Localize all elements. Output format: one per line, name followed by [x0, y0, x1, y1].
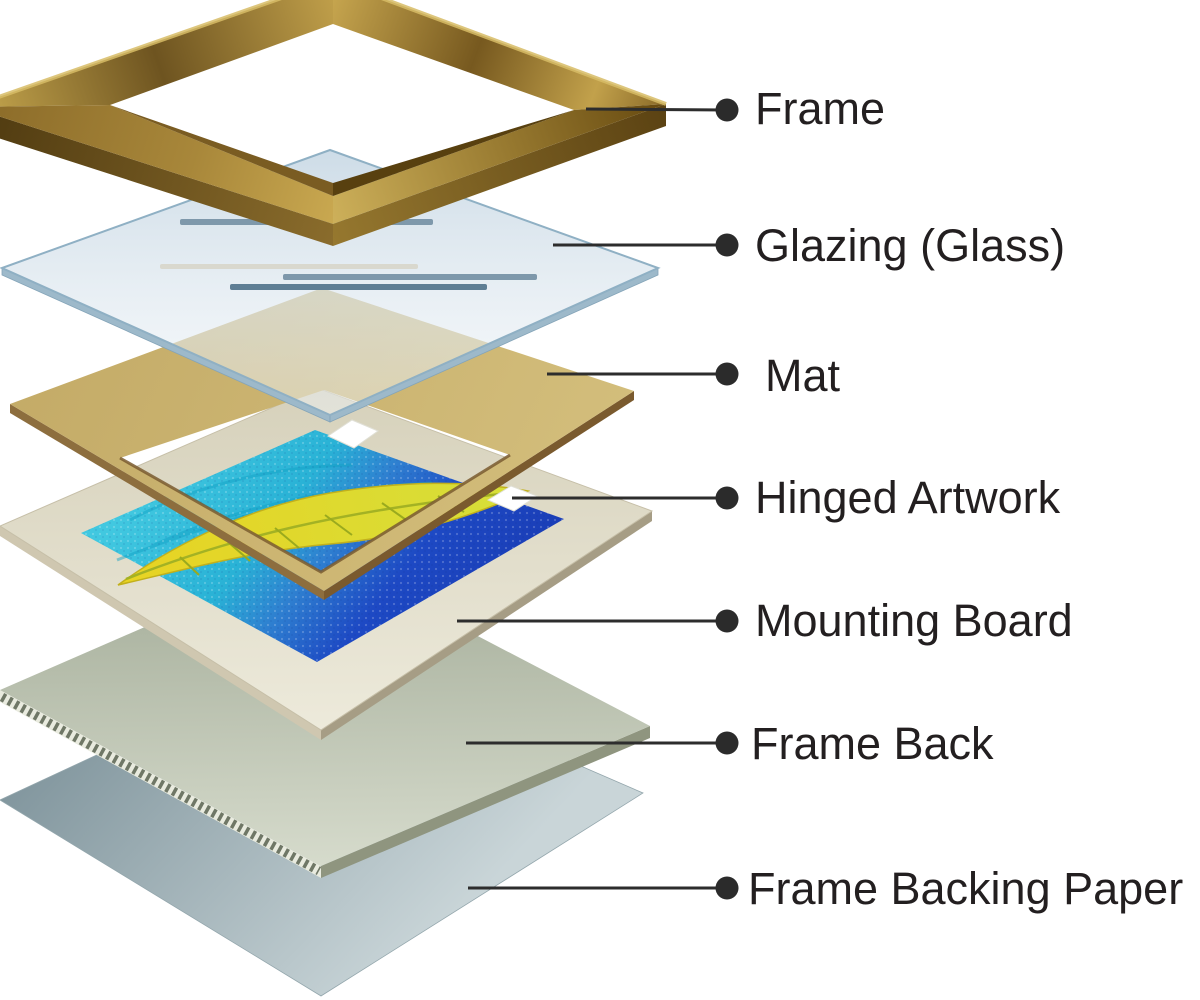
mounting-board-label: Mounting Board [755, 595, 1073, 646]
hinged-artwork-layer [81, 419, 564, 662]
frame-leader-line [585, 107, 728, 112]
frame-backing-paper-leader-dot [715, 876, 739, 900]
leader-mounting-board [457, 609, 739, 633]
frame-backing-paper-label: Frame Backing Paper [748, 863, 1183, 914]
frame-band-top-right [333, 0, 666, 110]
frame-label: Frame [755, 83, 885, 134]
leader-mat [547, 362, 739, 386]
glazing-layer [0, 148, 661, 423]
frame-back-leader-dot [715, 731, 739, 755]
leader-glazing [553, 233, 739, 257]
glazing-leader-dot [715, 233, 739, 257]
frame-back-label: Frame Back [751, 718, 994, 769]
leader-hinged-artwork [512, 486, 739, 510]
frame-left-thickness [0, 116, 333, 246]
frame-band-bottom-left [0, 105, 333, 224]
glass-streak-4 [230, 284, 487, 290]
hinge-tab-left [326, 419, 380, 449]
frame-back-corrugation-texture [0, 693, 322, 875]
leader-frame [585, 98, 739, 122]
mat-face [10, 288, 634, 591]
leaders [457, 98, 739, 900]
hinged-artwork-label: Hinged Artwork [755, 472, 1061, 523]
frame-back-right-side [321, 726, 650, 878]
mat-layer [10, 288, 634, 600]
mat-window-bevel [119, 453, 511, 574]
mat-label: Mat [765, 350, 841, 401]
mounting-board-left-side [0, 526, 321, 740]
frame-leader-dot [715, 98, 739, 122]
mounting-board-right-side [321, 511, 652, 740]
mounting-board-leader-dot [715, 609, 739, 633]
frame-inner-face-left [110, 105, 333, 196]
glass-streak-3 [283, 274, 537, 280]
mat-left-edge [10, 404, 324, 600]
frame-layer [0, 0, 667, 246]
frame-edge-highlight [0, 0, 667, 106]
mat-right-edge [324, 391, 634, 600]
frame-band-bottom-right [333, 104, 666, 224]
frame-band-top-left [0, 0, 333, 107]
frame-right-thickness [333, 104, 666, 246]
leader-frame-backing-paper [468, 876, 739, 900]
glass-face [0, 148, 661, 417]
frame-inner-face-right [333, 110, 574, 196]
glass-streak-2 [160, 264, 418, 269]
hinged-artwork-leader-dot [715, 486, 739, 510]
labels: Frame Glazing (Glass) Mat Hinged Artwork… [748, 83, 1183, 914]
glazing-label: Glazing (Glass) [755, 220, 1065, 271]
leader-frame-back [466, 731, 739, 755]
mat-leader-dot [715, 362, 739, 386]
